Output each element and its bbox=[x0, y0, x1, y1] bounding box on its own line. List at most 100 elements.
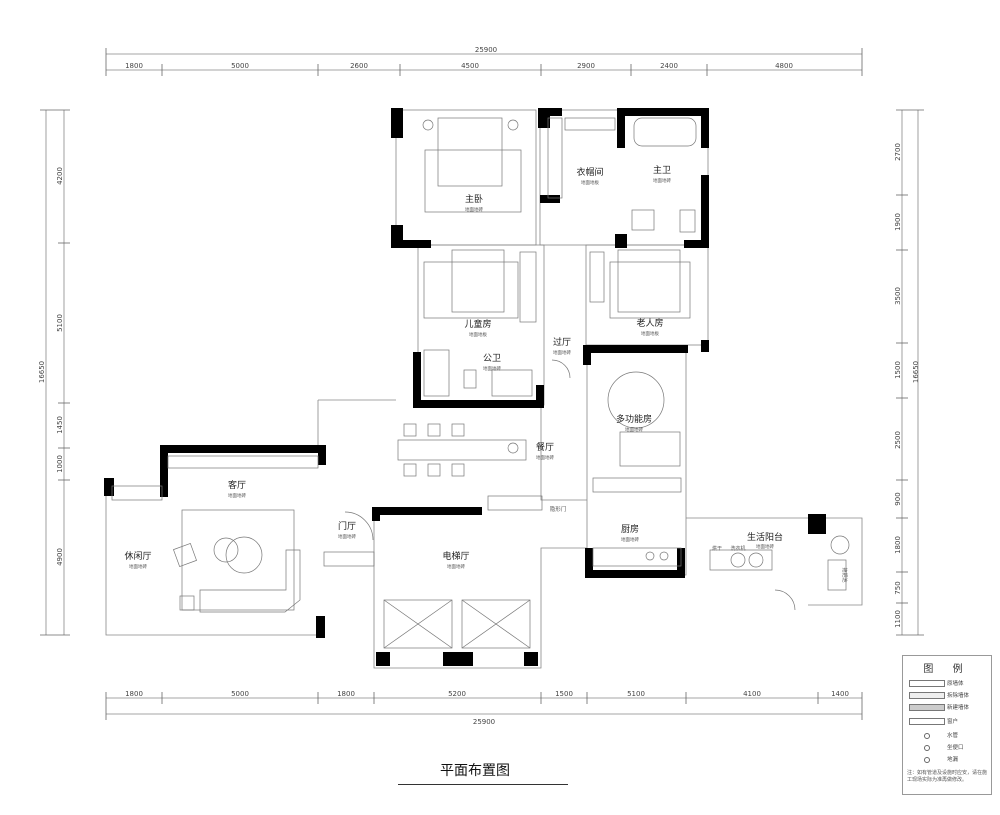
left-dimension: 4900 bbox=[56, 548, 64, 566]
bottom-dimension: 5100 bbox=[627, 690, 645, 698]
room-floor-note: 地面地砖 bbox=[483, 365, 501, 372]
left-dimension: 1000 bbox=[56, 455, 64, 473]
right-dimension: 900 bbox=[894, 492, 902, 505]
legend-item-label: 拆除墙体 bbox=[947, 693, 970, 699]
room-name: 餐厅 bbox=[536, 441, 554, 453]
original-wall-swatch bbox=[909, 680, 945, 687]
new-wall-swatch bbox=[909, 704, 945, 711]
room-floor-note: 地面地砖 bbox=[536, 454, 554, 461]
top-dimension: 1800 bbox=[125, 62, 143, 70]
legend: 图 例 原墙体 拆除墙体 新建墙体 窗户 水管 坐便口 地漏 注：如有管道及设施… bbox=[902, 655, 992, 795]
room-floor-note: 地面地砖 bbox=[465, 206, 483, 213]
top-dimension-chain: 25900 1800 5000 2600 4500 2900 2400 4800 bbox=[105, 46, 863, 76]
top-dimension: 4800 bbox=[775, 62, 793, 70]
right-dimension: 1800 bbox=[894, 536, 902, 554]
room-floor-note: 地面地砖 bbox=[447, 563, 465, 570]
room-floor-note: 地面地板 bbox=[581, 179, 599, 186]
legend-item-label: 水管 bbox=[947, 733, 959, 739]
room-name: 主卧 bbox=[465, 193, 483, 205]
room-floor-note: 地面地砖 bbox=[625, 426, 643, 433]
room-floor-note: 地面地砖 bbox=[129, 563, 147, 570]
wall-outlines bbox=[105, 109, 863, 669]
room-floor-note: 地面地砖 bbox=[653, 177, 671, 184]
solid-walls bbox=[104, 108, 826, 666]
top-dimension: 2900 bbox=[577, 62, 595, 70]
legend-note: 注：如有管道及设施时应安，请在施工现场实际为准再做修改。 bbox=[907, 770, 988, 783]
right-dimension: 1500 bbox=[894, 361, 902, 379]
legend-item-label: 地漏 bbox=[947, 757, 959, 763]
right-dimension-chain: 16650 2700 1900 3500 1500 2500 900 1800 … bbox=[894, 109, 924, 636]
right-dimension: 2500 bbox=[894, 431, 902, 449]
room-name: 衣帽间 bbox=[576, 166, 603, 178]
title-underline bbox=[398, 784, 568, 785]
room-floor-note: 地面地板 bbox=[469, 331, 487, 338]
washer-label: 洗衣机 bbox=[730, 545, 745, 552]
room-name: 门厅 bbox=[338, 520, 356, 532]
bottom-dimension: 5000 bbox=[231, 690, 249, 698]
window-swatch bbox=[909, 718, 945, 725]
bottom-dimension: 4100 bbox=[743, 690, 761, 698]
room-floor-note: 地面地砖 bbox=[756, 543, 774, 550]
room-name: 多功能房 bbox=[616, 413, 652, 425]
legend-title: 图 例 bbox=[923, 664, 971, 675]
right-dimension: 1900 bbox=[894, 213, 902, 231]
toilet-outlet-icon bbox=[924, 745, 930, 751]
bottom-dimension: 1800 bbox=[337, 690, 355, 698]
room-floor-note: 地面地板 bbox=[641, 330, 659, 337]
right-dimension: 1100 bbox=[894, 610, 902, 628]
legend-item: 原墙体 bbox=[909, 678, 987, 688]
room-labels: 主卧 地面地砖 衣帽间 地面地板 主卫 地面地砖 儿童房 地面地板 老人房 地面… bbox=[124, 164, 848, 583]
top-dimension: 5000 bbox=[231, 62, 249, 70]
left-dimension: 1450 bbox=[56, 416, 64, 434]
room-name: 客厅 bbox=[228, 479, 246, 491]
bottom-dimension-chain: 1800 5000 1800 5200 1500 5100 4100 1400 … bbox=[105, 690, 863, 726]
room-name: 厨房 bbox=[621, 523, 639, 535]
legend-item: 水管 bbox=[909, 730, 987, 740]
room-name: 生活阳台 bbox=[747, 531, 783, 543]
room-floor-note: 地面地砖 bbox=[621, 536, 639, 543]
bottom-dimension: 1800 bbox=[125, 690, 143, 698]
top-dimension: 4500 bbox=[461, 62, 479, 70]
bottom-dimension: 1400 bbox=[831, 690, 849, 698]
legend-item-label: 坐便口 bbox=[947, 745, 964, 751]
tank-label: 拖把池 bbox=[841, 567, 848, 582]
right-dimension: 2700 bbox=[894, 143, 902, 161]
legend-item-label: 窗户 bbox=[947, 719, 959, 725]
room-name: 休闲厅 bbox=[124, 550, 151, 562]
room-floor-note: 地面地砖 bbox=[553, 349, 571, 356]
room-name: 过厅 bbox=[553, 336, 571, 348]
hidden-door-label: 隐形门 bbox=[550, 505, 567, 513]
legend-item: 拆除墙体 bbox=[909, 690, 987, 700]
left-dimension: 4200 bbox=[56, 167, 64, 185]
legend-item: 新建墙体 bbox=[909, 702, 987, 712]
top-dimension: 2400 bbox=[660, 62, 678, 70]
door-swings bbox=[344, 359, 796, 611]
legend-item: 地漏 bbox=[909, 754, 987, 764]
legend-item: 窗户 bbox=[909, 716, 987, 726]
drawing-title: 平面布置图 bbox=[440, 763, 510, 779]
room-floor-note: 地面地砖 bbox=[228, 492, 246, 499]
right-dimension: 3500 bbox=[894, 287, 902, 305]
left-dimension-chain: 16650 4200 5100 1450 1000 4900 bbox=[38, 109, 70, 636]
left-total-dimension: 16650 bbox=[38, 361, 46, 383]
room-name: 公卫 bbox=[483, 353, 501, 364]
room-name: 老人房 bbox=[636, 317, 663, 329]
right-total-dimension: 16650 bbox=[912, 361, 920, 383]
room-floor-note: 地面地砖 bbox=[338, 533, 356, 540]
dryer-label: 烘干 bbox=[712, 545, 722, 552]
water-pipe-icon bbox=[924, 733, 930, 739]
right-dimension: 750 bbox=[894, 581, 902, 594]
top-dimension: 2600 bbox=[350, 62, 368, 70]
top-total-dimension: 25900 bbox=[475, 46, 497, 54]
furniture bbox=[111, 117, 850, 649]
left-dimension: 5100 bbox=[56, 314, 64, 332]
removed-wall-swatch bbox=[909, 692, 945, 699]
room-name: 电梯厅 bbox=[442, 550, 469, 562]
floor-drain-icon bbox=[924, 757, 930, 763]
room-name: 儿童房 bbox=[464, 318, 491, 330]
legend-item: 坐便口 bbox=[909, 742, 987, 752]
bottom-dimension: 5200 bbox=[448, 690, 466, 698]
bottom-dimension: 1500 bbox=[555, 690, 573, 698]
legend-item-label: 原墙体 bbox=[947, 681, 964, 687]
